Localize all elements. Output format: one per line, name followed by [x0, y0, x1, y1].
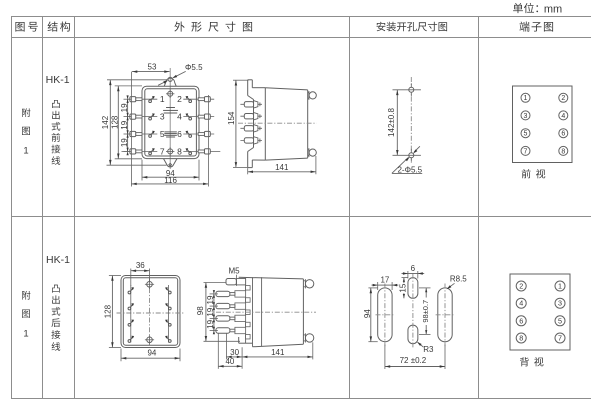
- svg-text:1: 1: [524, 95, 528, 102]
- svg-text:6: 6: [561, 131, 565, 138]
- svg-text:8: 8: [177, 146, 182, 156]
- svg-text:7: 7: [558, 334, 562, 343]
- svg-text:141: 141: [271, 348, 285, 357]
- svg-text:6: 6: [411, 264, 416, 273]
- svg-text:19: 19: [206, 319, 215, 328]
- svg-text:116: 116: [164, 176, 177, 185]
- svg-text:94: 94: [166, 169, 175, 178]
- svg-text:1: 1: [160, 94, 165, 104]
- svg-text:72 ±0.2: 72 ±0.2: [400, 356, 427, 365]
- svg-text:M5: M5: [228, 266, 240, 275]
- svg-text:19: 19: [120, 138, 129, 147]
- svg-text:8: 8: [561, 148, 565, 155]
- svg-text:4: 4: [519, 299, 523, 308]
- svg-text:19: 19: [120, 120, 129, 129]
- svg-text:Φ5.5: Φ5.5: [185, 63, 203, 72]
- svg-text:6: 6: [177, 129, 182, 139]
- svg-text:6: 6: [519, 316, 523, 325]
- svg-text:15: 15: [399, 283, 408, 292]
- svg-text:5: 5: [524, 131, 528, 138]
- svg-text:128: 128: [103, 304, 112, 318]
- svg-text:HK-1: HK-1: [46, 254, 70, 266]
- svg-text:3: 3: [524, 113, 528, 120]
- svg-text:128: 128: [110, 115, 119, 129]
- svg-text:1: 1: [558, 282, 562, 291]
- svg-text:19: 19: [120, 103, 129, 112]
- svg-text:5: 5: [160, 129, 165, 139]
- svg-text:30: 30: [230, 348, 239, 357]
- svg-text:7: 7: [160, 146, 165, 156]
- svg-text:1: 1: [23, 146, 28, 157]
- svg-text:4: 4: [561, 113, 565, 120]
- svg-text:3: 3: [558, 299, 562, 308]
- svg-text:98±0.7: 98±0.7: [421, 300, 430, 323]
- svg-text:5: 5: [558, 316, 562, 325]
- svg-text:19: 19: [206, 295, 215, 304]
- svg-text:2: 2: [519, 282, 523, 291]
- svg-text:154: 154: [227, 111, 236, 125]
- svg-text:40: 40: [225, 357, 234, 366]
- svg-text:53: 53: [148, 62, 157, 71]
- svg-text:36: 36: [136, 261, 145, 270]
- svg-text:2: 2: [177, 94, 182, 104]
- svg-text:142: 142: [101, 115, 110, 129]
- svg-text:19: 19: [206, 307, 215, 316]
- svg-text:94: 94: [363, 309, 372, 318]
- svg-text:mm: mm: [544, 3, 562, 15]
- svg-text:R8.5: R8.5: [450, 275, 467, 284]
- svg-text:2-Φ5.5: 2-Φ5.5: [397, 166, 422, 175]
- svg-text:2: 2: [561, 95, 565, 102]
- svg-text:141: 141: [275, 163, 289, 172]
- svg-text:98: 98: [196, 306, 205, 315]
- svg-text:R3: R3: [423, 345, 434, 354]
- svg-text:HK-1: HK-1: [46, 74, 70, 86]
- svg-text:142±0.8: 142±0.8: [387, 108, 396, 137]
- svg-text:1: 1: [23, 328, 28, 339]
- svg-text:3: 3: [160, 112, 165, 122]
- svg-text:17: 17: [380, 275, 389, 284]
- svg-text:7: 7: [524, 148, 528, 155]
- svg-text:8: 8: [519, 334, 523, 343]
- svg-text:94: 94: [147, 349, 156, 358]
- svg-text:4: 4: [177, 112, 182, 122]
